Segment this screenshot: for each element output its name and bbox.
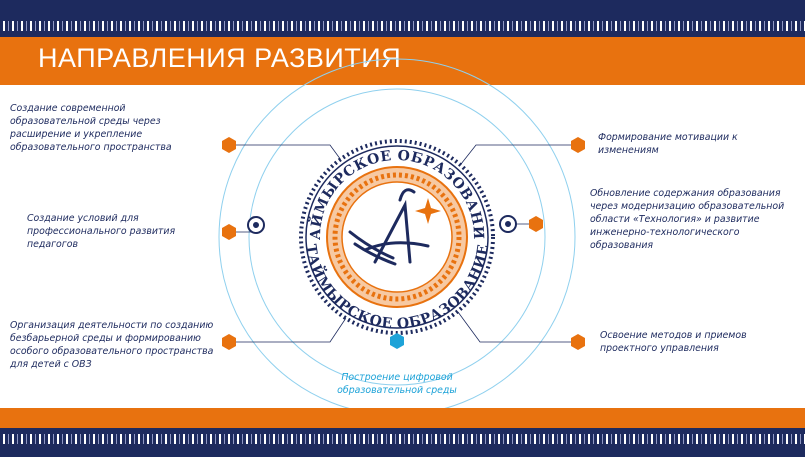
inner-ring-circle [248,88,546,386]
top-navy-band [0,0,805,21]
hexagon-marker-7 [390,333,404,349]
right-gear-icon [499,215,517,233]
hexagon-marker-3 [222,334,236,350]
top-navy-stripe [0,31,805,37]
left-gear-icon [247,216,265,234]
direction-label-4: Формирование мотивации к изменениям [598,132,738,156]
direction-label-2: Создание условий для профессионального р… [27,213,176,250]
bottom-orange-band [0,408,805,428]
emblem-seal: ТАЙМЫРСКОЕ ОБРАЗОВАНИЕ ТАЙМЫРСКОЕ ОБРАЗО… [0,0,495,335]
top-ornament-band [0,21,805,31]
hexagon-marker-1 [222,137,236,153]
bottom-ornament-band [0,434,805,444]
direction-label-5: Обновление содержания образования через … [590,188,785,251]
direction-label-7: Построение цифровой образовательной сред… [337,372,457,396]
hexagon-marker-4 [571,137,585,153]
connector-line-4 [449,144,578,179]
hexagon-marker-2 [222,224,236,240]
connector-line-3 [229,317,347,343]
hexagon-marker-5 [529,216,543,232]
direction-label-6: Освоение методов и приемов проектного уп… [600,330,747,354]
bottom-navy-band [0,444,805,457]
hexagon-marker-6 [571,334,585,350]
emblem-bird-icon [348,188,430,266]
connector-line-6 [457,311,578,343]
direction-label-1: Создание современной образовательной сре… [10,103,172,153]
hexagon-markers [222,137,585,350]
emblem-star-icon [415,198,441,224]
title-banner [0,37,805,85]
direction-label-3: Организация деятельности по созданию без… [10,320,214,370]
bottom-navy-stripe [0,428,805,434]
